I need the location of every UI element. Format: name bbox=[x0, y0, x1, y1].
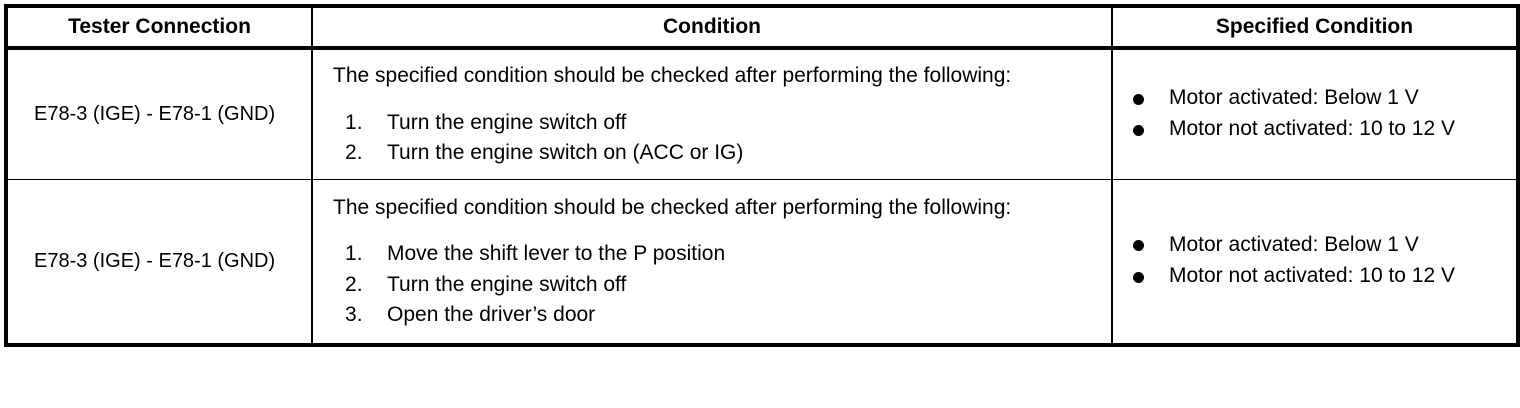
specified-condition-item: Motor activated: Below 1 V bbox=[1131, 230, 1510, 259]
cell-condition: The specified condition should be checke… bbox=[312, 48, 1113, 180]
condition-steps-list: Turn the engine switch off Turn the engi… bbox=[325, 108, 1099, 169]
condition-intro-text: The specified condition should be checke… bbox=[333, 195, 1012, 219]
condition-step-item: Turn the engine switch on (ACC or IG) bbox=[345, 138, 744, 169]
specified-condition-text: Motor not activated: 10 to 12 V bbox=[1169, 117, 1456, 141]
specified-condition-list: Motor activated: Below 1 V Motor not act… bbox=[1113, 230, 1516, 291]
specified-condition-text: Motor activated: Below 1 V bbox=[1169, 86, 1419, 109]
cell-content: The specified condition should be checke… bbox=[313, 180, 1111, 343]
cell-tester-connection: E78-3 (IGE) - E78-1 (GND) bbox=[6, 48, 313, 180]
bullet-icon bbox=[1133, 240, 1144, 252]
specification-table-container: Tester Connection Condition Specified Co… bbox=[4, 4, 1520, 347]
inspection-specification-table: Tester Connection Condition Specified Co… bbox=[4, 4, 1520, 347]
specified-condition-text: Motor not activated: 10 to 12 V bbox=[1169, 264, 1456, 288]
specified-condition-item: Motor not activated: 10 to 12 V bbox=[1131, 114, 1510, 143]
column-header-condition: Condition bbox=[312, 6, 1113, 51]
bullet-icon bbox=[1133, 124, 1144, 136]
condition-step-item: Open the driver’s door bbox=[345, 300, 596, 331]
cell-specified-condition: Motor activated: Below 1 V Motor not act… bbox=[1112, 48, 1518, 180]
cell-content: E78-3 (IGE) - E78-1 (GND) bbox=[8, 238, 311, 285]
column-header-tester-connection: Tester Connection bbox=[6, 6, 313, 51]
condition-step-item: Turn the engine switch off bbox=[345, 108, 627, 139]
table-body: E78-3 (IGE) - E78-1 (GND) The specified … bbox=[6, 48, 1518, 345]
condition-steps-list: Move the shift lever to the P position T… bbox=[325, 239, 1099, 331]
tester-connection-value: E78-3 (IGE) - E78-1 (GND) bbox=[34, 249, 276, 272]
cell-content: Motor activated: Below 1 V Motor not act… bbox=[1113, 75, 1516, 154]
tester-connection-value: E78-3 (IGE) - E78-1 (GND) bbox=[34, 102, 276, 125]
specified-condition-text: Motor activated: Below 1 V bbox=[1169, 232, 1419, 256]
column-header-specified-condition: Specified Condition bbox=[1112, 6, 1518, 51]
cell-content: Motor activated: Below 1 V Motor not act… bbox=[1113, 220, 1516, 303]
bullet-icon bbox=[1133, 93, 1144, 105]
table-row: E78-3 (IGE) - E78-1 (GND) The specified … bbox=[6, 48, 1518, 180]
bullet-icon bbox=[1133, 271, 1144, 283]
condition-step-item: Turn the engine switch off bbox=[345, 270, 627, 301]
header-row: Tester Connection Condition Specified Co… bbox=[6, 6, 1518, 51]
cell-content: The specified condition should be checke… bbox=[313, 50, 1111, 179]
condition-intro-text: The specified condition should be checke… bbox=[333, 64, 1012, 88]
table-row: E78-3 (IGE) - E78-1 (GND) The specified … bbox=[6, 179, 1518, 345]
specified-condition-list: Motor activated: Below 1 V Motor not act… bbox=[1113, 83, 1516, 144]
specified-condition-item: Motor not activated: 10 to 12 V bbox=[1131, 261, 1510, 290]
cell-tester-connection: E78-3 (IGE) - E78-1 (GND) bbox=[6, 179, 313, 345]
condition-step-item: Move the shift lever to the P position bbox=[345, 239, 726, 270]
cell-specified-condition: Motor activated: Below 1 V Motor not act… bbox=[1112, 179, 1518, 345]
specified-condition-item: Motor activated: Below 1 V bbox=[1131, 83, 1510, 112]
cell-condition: The specified condition should be checke… bbox=[312, 179, 1113, 345]
table-header: Tester Connection Condition Specified Co… bbox=[6, 6, 1518, 51]
cell-content: E78-3 (IGE) - E78-1 (GND) bbox=[8, 93, 311, 136]
